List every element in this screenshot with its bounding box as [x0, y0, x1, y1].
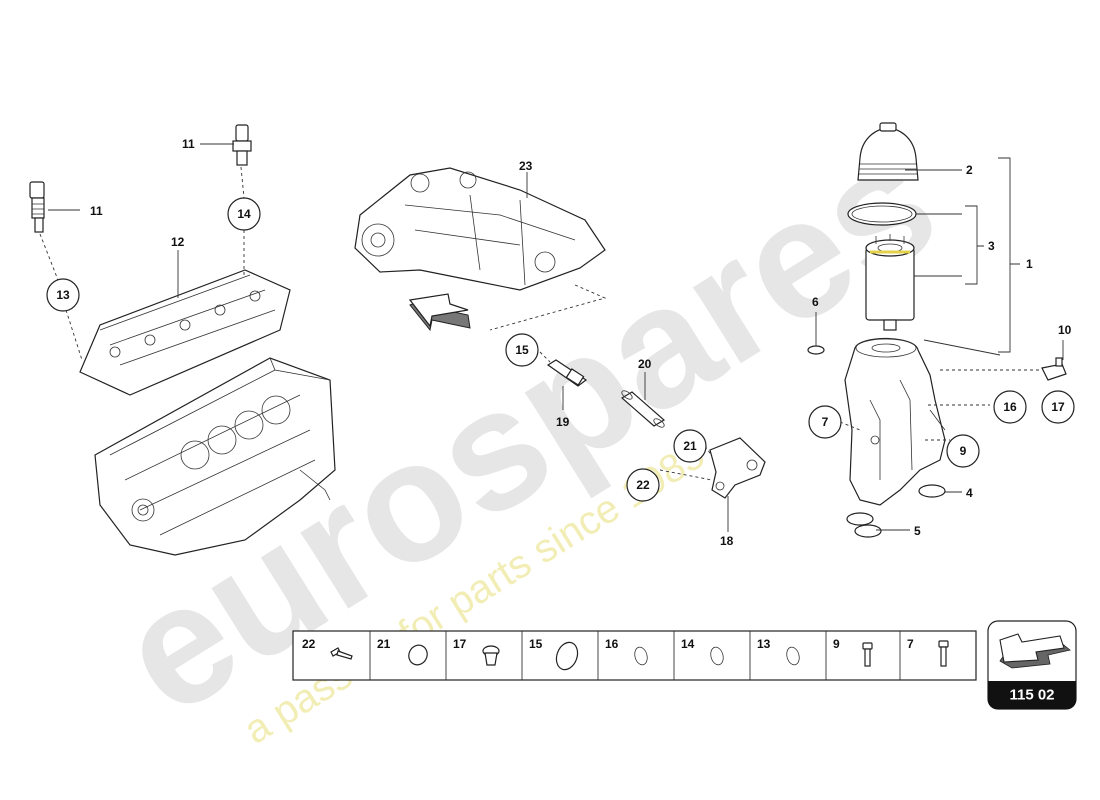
legend-cell-22: 22 — [302, 637, 353, 660]
svg-text:15: 15 — [515, 343, 529, 357]
page-number: 115 02 — [1009, 687, 1054, 704]
valve-cover — [79, 269, 291, 396]
part-labels: 11 11 12 23 2 3 1 6 10 20 19 4 5 18 — [90, 137, 1072, 548]
legend-cell-14: 14 — [681, 637, 724, 666]
legend-cell-7: 7 — [907, 637, 949, 667]
callout-16: 16 — [993, 390, 1027, 424]
label-20: 20 — [638, 357, 652, 371]
svg-text:9: 9 — [960, 444, 967, 458]
label-1: 1 — [1026, 257, 1033, 271]
callout-21: 21 — [673, 429, 707, 463]
label-11-top: 11 — [182, 137, 195, 151]
svg-text:9: 9 — [833, 637, 840, 651]
callout-22: 22 — [626, 468, 660, 502]
label-4: 4 — [966, 486, 973, 500]
svg-text:22: 22 — [302, 637, 316, 651]
o-ring-cap — [847, 202, 917, 226]
filter-element — [865, 234, 915, 331]
label-5: 5 — [914, 524, 921, 538]
legend-cell-9: 9 — [833, 637, 873, 667]
label-18: 18 — [720, 534, 734, 548]
svg-text:15: 15 — [529, 637, 543, 651]
svg-text:7: 7 — [907, 637, 914, 651]
callout-7: 7 — [808, 405, 842, 439]
label-10: 10 — [1058, 323, 1072, 337]
svg-text:16: 16 — [605, 637, 619, 651]
direction-arrow — [408, 293, 471, 332]
callout-15: 15 — [505, 333, 539, 367]
page-badge: 115 02 — [987, 620, 1077, 710]
label-11-left: 11 — [90, 204, 103, 218]
svg-text:14: 14 — [237, 207, 251, 221]
svg-text:7: 7 — [822, 415, 829, 429]
legend-table: 22 21 17 15 16 14 — [292, 630, 977, 681]
svg-text:17: 17 — [453, 637, 467, 651]
callout-13: 13 — [46, 278, 80, 312]
callout-14: 14 — [227, 197, 261, 231]
svg-text:13: 13 — [757, 637, 771, 651]
dashed-lines — [39, 166, 1040, 481]
filter-cap — [857, 122, 919, 181]
seal-4 — [918, 484, 946, 498]
label-19: 19 — [556, 415, 570, 429]
circled-callouts: 14 13 15 21 22 7 9 16 — [46, 197, 1075, 502]
label-23: 23 — [519, 159, 533, 173]
callout-17: 17 — [1041, 390, 1075, 424]
svg-text:16: 16 — [1003, 400, 1017, 414]
filter-housing — [844, 337, 946, 506]
o-ring-6 — [807, 345, 825, 355]
label-2: 2 — [966, 163, 973, 177]
engine-block — [94, 357, 336, 556]
legend-cell-13: 13 — [757, 637, 800, 666]
pipe-19 — [546, 359, 588, 387]
label-12: 12 — [171, 235, 185, 249]
svg-text:21: 21 — [683, 439, 697, 453]
sensor-top — [232, 124, 252, 166]
svg-text:17: 17 — [1051, 400, 1065, 414]
sensor-10 — [1041, 357, 1067, 381]
legend-cell-15: 15 — [529, 637, 579, 671]
page-badge-arrow-icon — [999, 633, 1071, 669]
legend-cell-21: 21 — [377, 637, 428, 666]
leader-lines — [48, 143, 1064, 532]
pipe-20 — [620, 390, 666, 428]
svg-text:22: 22 — [636, 478, 650, 492]
seal-5 — [846, 512, 882, 538]
legend-cell-16: 16 — [605, 637, 648, 666]
oil-pump-module — [354, 167, 606, 291]
bracket-18 — [709, 437, 766, 499]
svg-text:13: 13 — [56, 288, 70, 302]
svg-text:14: 14 — [681, 637, 695, 651]
sensor-left — [29, 181, 45, 233]
svg-text:21: 21 — [377, 637, 391, 651]
callout-9: 9 — [946, 434, 980, 468]
label-6: 6 — [812, 295, 819, 309]
label-3: 3 — [988, 239, 995, 253]
legend-cell-17: 17 — [453, 637, 500, 666]
